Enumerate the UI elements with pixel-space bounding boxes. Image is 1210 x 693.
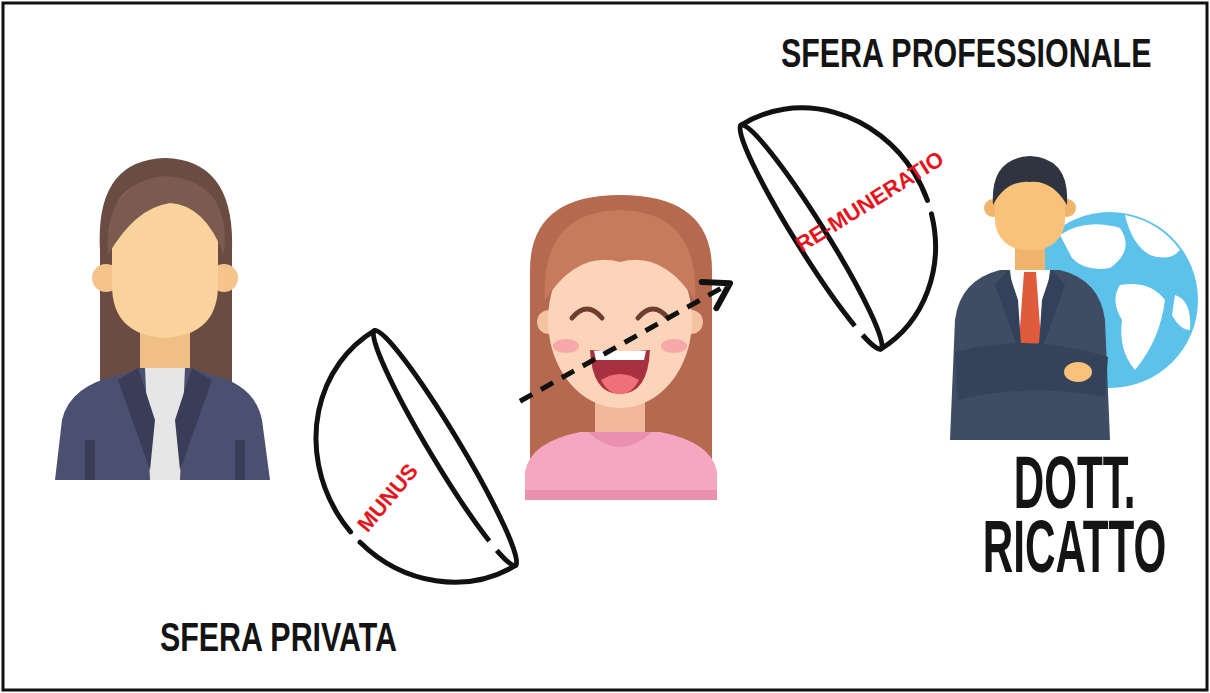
section-heading: SFERA PRIVATA xyxy=(160,617,397,657)
bowl-label: RE-MUNERATIO xyxy=(792,148,947,256)
bowl-label: MUNUS xyxy=(354,460,423,536)
bowl-outline xyxy=(320,330,520,585)
bowl-node: MUNUS xyxy=(320,330,520,585)
person-name: DOTT. RICATTO xyxy=(972,451,1177,579)
bowl-node: RE-MUNERATIO xyxy=(730,90,955,350)
frame-border xyxy=(3,3,1207,690)
girl-icon xyxy=(525,195,717,500)
dashed-arrow xyxy=(520,282,730,401)
section-heading: SFERA PROFESSIONALE xyxy=(781,33,1151,73)
woman-icon xyxy=(55,158,270,480)
businessman-icon xyxy=(950,156,1198,440)
